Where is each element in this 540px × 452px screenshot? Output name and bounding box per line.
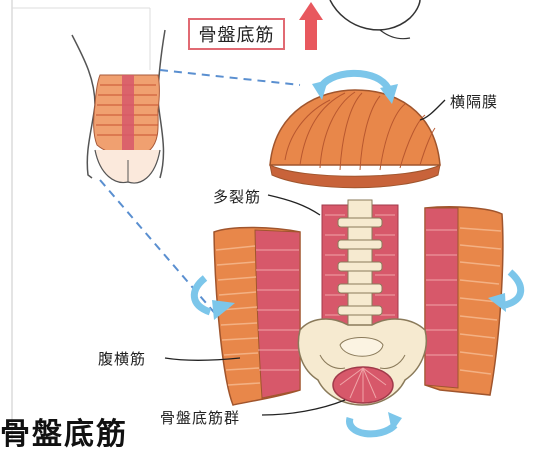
- section-heading: 骨盤底筋: [0, 420, 128, 450]
- transversus-left: [214, 228, 300, 406]
- rotation-arrow-bottom-icon: [350, 412, 402, 434]
- pelvic-floor-muscle: [333, 367, 393, 403]
- label-diaphragm: 横隔膜: [450, 91, 498, 112]
- spine-multifidus: [322, 200, 398, 330]
- pelvic-floor-callout: 骨盤底筋: [188, 18, 285, 50]
- up-arrow-icon: [299, 2, 323, 50]
- diaphragm-dome: [270, 90, 440, 188]
- torso-illustration: [72, 30, 165, 183]
- label-multifidus: 多裂筋: [213, 186, 261, 207]
- label-pelvic-floor: 骨盤底筋群: [160, 407, 240, 428]
- transversus-right: [425, 207, 503, 395]
- top-overlay: [330, 0, 420, 39]
- label-transversus: 腹横筋: [98, 348, 146, 369]
- frame-lines: [12, 0, 150, 440]
